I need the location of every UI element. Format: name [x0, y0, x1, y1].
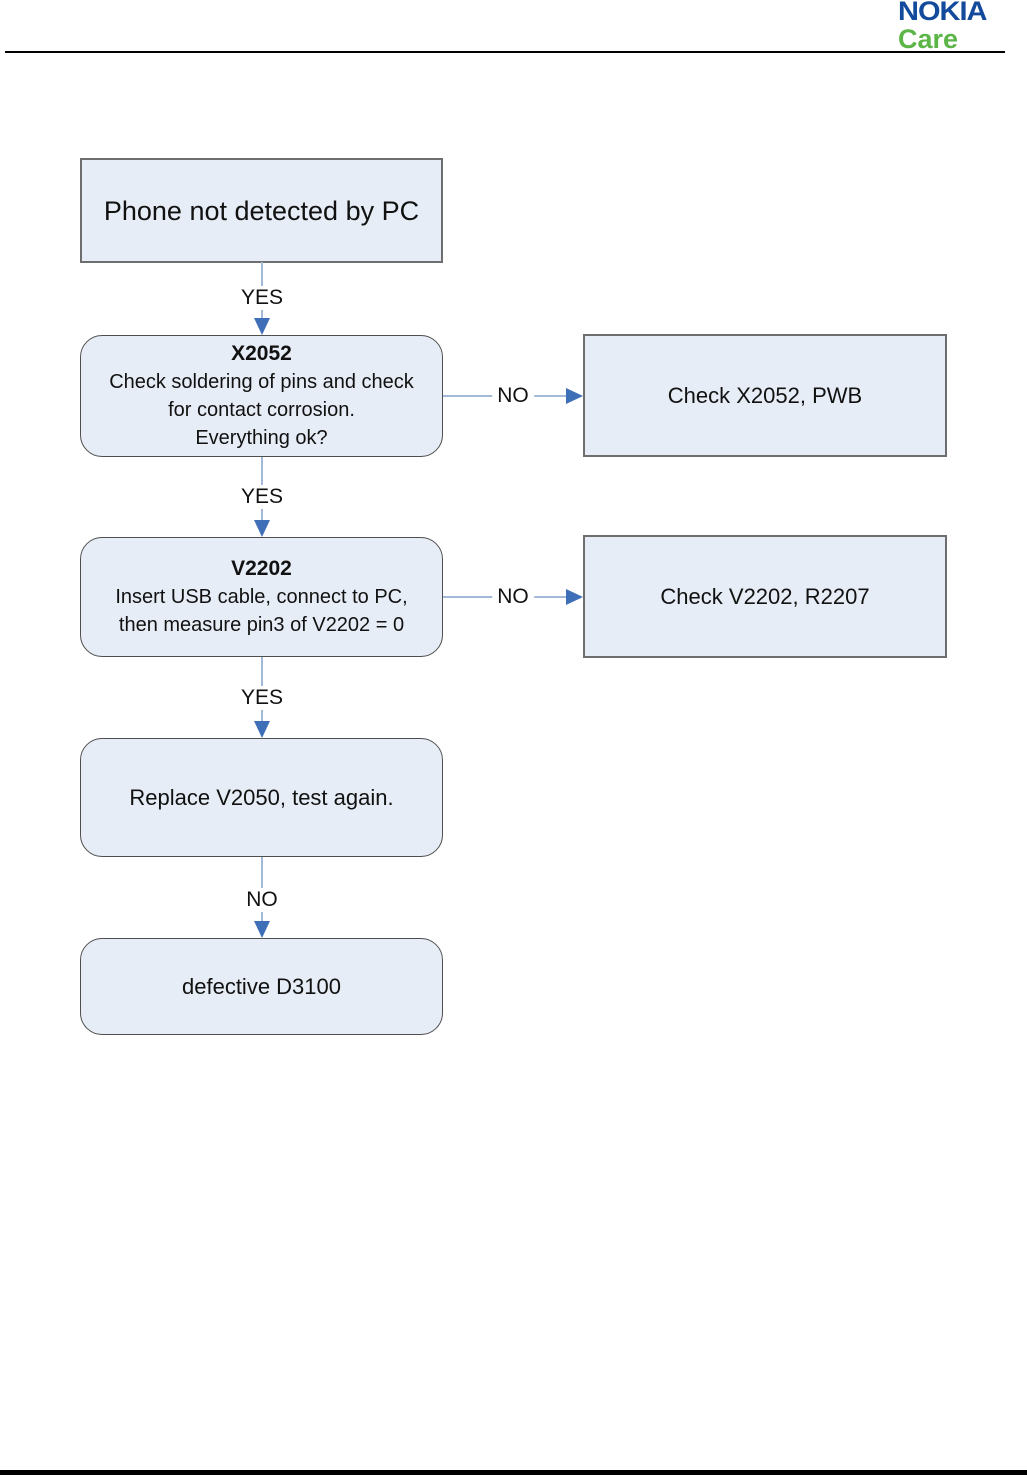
edge-label-yes: YES — [235, 286, 289, 310]
arrowhead-down-icon — [254, 318, 270, 335]
node-text: Check X2052, PWB — [667, 382, 863, 408]
flow-node-replace-v2050: Replace V2050, test again. — [80, 738, 443, 857]
nokia-care-logo: NOKIA Care — [898, 0, 1020, 53]
arrowhead-down-icon — [254, 921, 270, 938]
header-divider — [5, 51, 1005, 53]
arrowhead-down-icon — [254, 520, 270, 537]
edge-label-yes: YES — [235, 686, 289, 710]
flow-node-x2052: X2052 Check soldering of pins and check … — [80, 335, 443, 457]
arrowhead-right-icon — [566, 388, 583, 404]
node-text: defective D3100 — [182, 973, 341, 999]
edge-label-no: NO — [492, 585, 534, 609]
flow-node-check-v2202: Check V2202, R2207 — [583, 535, 947, 658]
edge-label-no: NO — [241, 888, 283, 912]
node-text: Everything ok? — [195, 427, 328, 449]
flow-node-defective-d3100: defective D3100 — [80, 938, 443, 1035]
node-title: V2202 — [231, 557, 292, 580]
node-text: Replace V2050, test again. — [129, 784, 394, 810]
nokia-wordmark: NOKIA — [898, 0, 987, 27]
edge-label-no: NO — [492, 384, 534, 408]
flow-node-v2202: V2202 Insert USB cable, connect to PC, t… — [80, 537, 443, 657]
node-text: Phone not detected by PC — [103, 195, 420, 226]
node-text: for contact corrosion. — [168, 399, 355, 421]
care-wordmark: Care — [898, 24, 959, 54]
node-text: Insert USB cable, connect to PC, — [115, 586, 408, 608]
node-text: then measure pin3 of V2202 = 0 — [118, 614, 405, 636]
footer-divider — [0, 1470, 1027, 1475]
node-text: Check V2202, R2207 — [660, 583, 870, 609]
edge-label-yes: YES — [235, 485, 289, 509]
node-title: X2052 — [231, 342, 292, 365]
node-text: Check soldering of pins and check — [109, 371, 414, 393]
flow-node-check-x2052: Check X2052, PWB — [583, 334, 947, 457]
arrowhead-down-icon — [254, 721, 270, 738]
flow-node-start: Phone not detected by PC — [80, 158, 443, 263]
arrowhead-right-icon — [566, 589, 583, 605]
